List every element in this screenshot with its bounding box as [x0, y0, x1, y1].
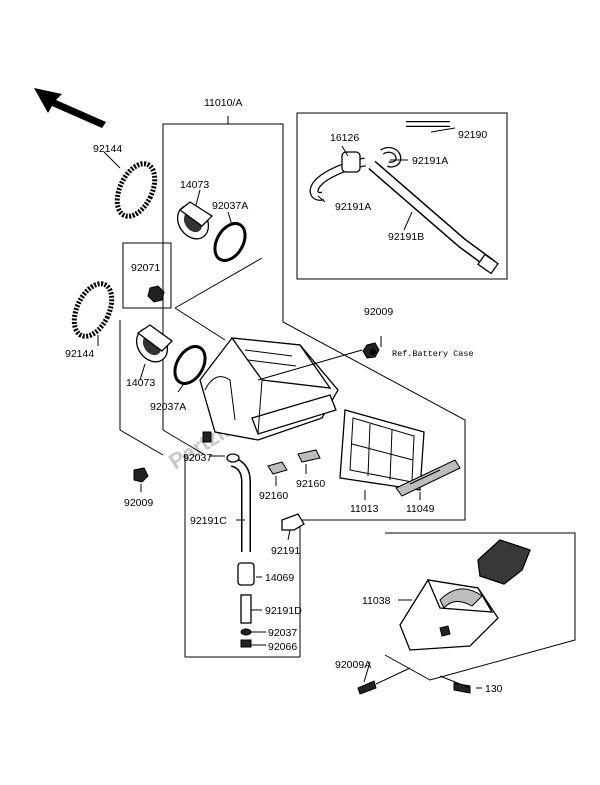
label-14073-top: 14073	[180, 179, 209, 191]
label-92190: 92190	[458, 129, 487, 141]
clamp-92037A-bottom	[173, 345, 207, 385]
label-92160-b: 92160	[296, 478, 325, 490]
clip-92191	[281, 513, 305, 531]
clamp-92144-bottom	[71, 281, 115, 339]
plug-14069	[237, 562, 255, 586]
label-14069: 14069	[265, 572, 294, 584]
screw-92009A	[357, 680, 377, 695]
clip-92037-bottom	[240, 628, 252, 636]
label-92009A: 92009A	[335, 659, 371, 671]
bolt-92009-left	[133, 467, 149, 483]
hose-inset-box	[296, 112, 508, 280]
label-92144-top: 92144	[93, 143, 122, 155]
nut-92071	[147, 285, 165, 303]
filter-element-11013	[339, 409, 425, 491]
label-16126: 16126	[330, 132, 359, 144]
drain-hose-92191C	[226, 453, 251, 552]
hose-parts	[309, 121, 499, 275]
clamp-92144-top	[114, 161, 158, 219]
duct-14073-bottom	[135, 324, 173, 363]
label-92160-a: 92160	[259, 490, 288, 502]
label-92066: 92066	[268, 641, 297, 653]
foam-92160-b	[297, 449, 321, 463]
label-11013: 11013	[350, 503, 379, 515]
air-cleaner-cover-11038	[399, 539, 531, 651]
label-92037-bottom: 92037	[268, 627, 297, 639]
assembly-frame	[119, 116, 466, 658]
direction-arrow-icon	[34, 88, 106, 128]
label-assembly-11010A: 11010/A	[204, 97, 242, 109]
label-92009-right: 92009	[364, 306, 393, 318]
label-92191B: 92191B	[388, 231, 424, 243]
label-14073-bottom: 14073	[126, 377, 155, 389]
filter-frame-11049	[395, 459, 461, 497]
label-92191A-right: 92191A	[412, 155, 448, 167]
label-92037: 92037	[183, 452, 212, 464]
label-130: 130	[485, 683, 503, 695]
cap-92066	[240, 639, 252, 648]
label-92071: 92071	[131, 262, 160, 274]
screw-130	[453, 682, 471, 694]
air-cleaner-housing	[199, 337, 339, 443]
label-92037A-top: 92037A	[212, 200, 248, 212]
duct-14073-top	[176, 201, 214, 240]
label-92191D: 92191D	[265, 605, 302, 617]
part-labels: 11010/A 92144 14073 92037A 92071 92144 1…	[65, 97, 503, 695]
label-92037A-bottom: 92037A	[150, 401, 186, 413]
ref-battery-case-marker	[370, 349, 376, 355]
label-92191A-left: 92191A	[335, 201, 371, 213]
leader-lines	[97, 127, 482, 689]
foam-92160-a	[267, 461, 288, 475]
label-92144-bottom: 92144	[65, 348, 94, 360]
nut-inset-box	[122, 242, 172, 309]
clamp-92037A-top	[213, 222, 247, 262]
hose-92191D	[240, 594, 252, 624]
label-11049: 11049	[406, 503, 435, 515]
label-92191C: 92191C	[190, 515, 227, 527]
label-ref-battery-case: Ref.Battery Case	[392, 349, 474, 359]
label-92009-left: 92009	[124, 497, 153, 509]
label-92191: 92191	[271, 545, 300, 557]
label-11038: 11038	[362, 595, 391, 607]
